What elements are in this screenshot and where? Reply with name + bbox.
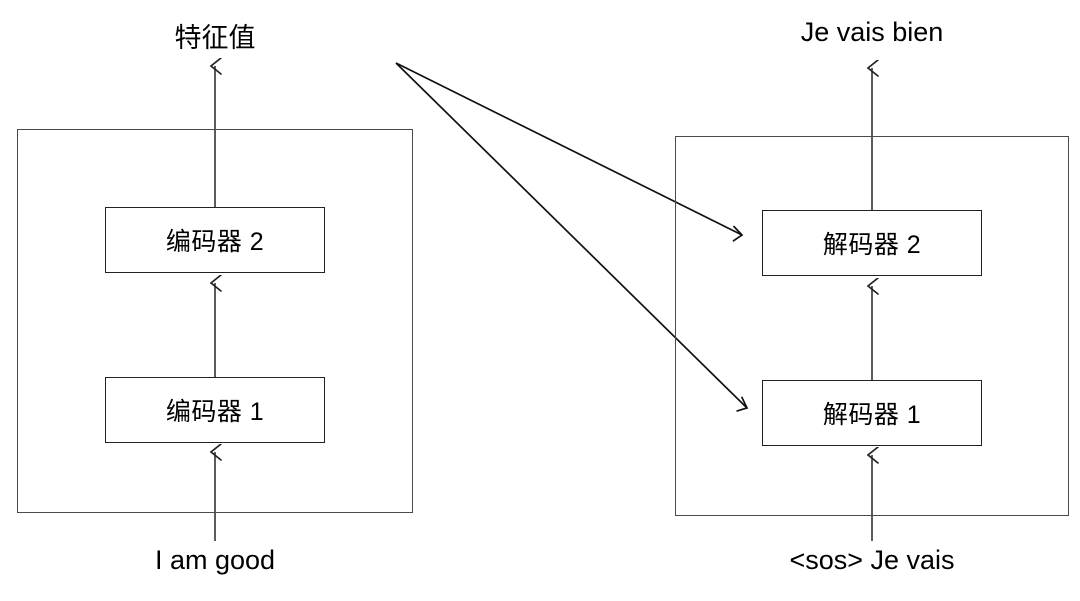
decoder-block-2[interactable]: 解码器 2 xyxy=(762,210,982,276)
decoder-stack-container xyxy=(675,136,1069,516)
decoder-output-label: Je vais bien xyxy=(800,17,944,47)
decoder-input-label: <sos> Je vais xyxy=(789,545,955,575)
encoder-block-2[interactable]: 编码器 2 xyxy=(105,207,325,273)
encoder-input-label: I am good xyxy=(154,545,276,575)
edge-encoder-output-to-decoder-2 xyxy=(395,62,744,242)
encoder-block-1[interactable]: 编码器 1 xyxy=(105,377,325,443)
edge-encoder-output-to-decoder-1 xyxy=(395,62,749,412)
encoder-stack-container xyxy=(17,129,413,513)
decoder-block-1[interactable]: 解码器 1 xyxy=(762,380,982,446)
encoder-output-label: 特征值 xyxy=(174,23,256,53)
